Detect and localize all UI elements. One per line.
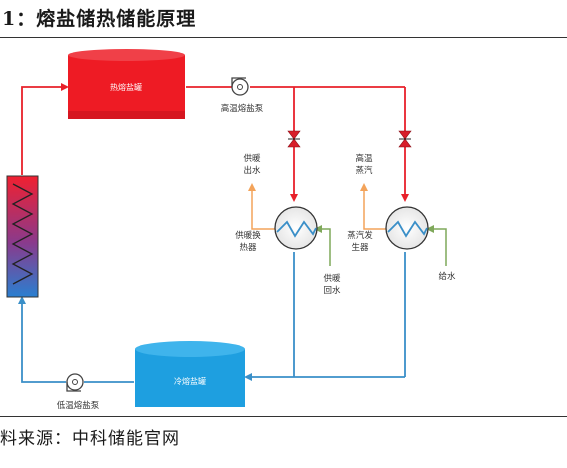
steam-generator-icon [385, 206, 429, 250]
heating-return-label-1: 供暖 [323, 273, 341, 284]
steam-generator-label-1: 蒸汽发 [347, 230, 373, 241]
heating-return-label-2: 回水 [323, 285, 341, 296]
electric-heater-icon [6, 175, 39, 298]
valve-steam-icon [398, 130, 412, 148]
source-note: 料来源：中科储能官网 [0, 429, 180, 449]
heating-exchanger-label-1: 供暖换 [235, 230, 261, 241]
bottom-divider [0, 416, 567, 417]
cold-tank-label: 冷熔盐罐 [174, 376, 206, 386]
top-divider [0, 37, 567, 38]
valve-heating-icon [287, 130, 301, 148]
steam-output-label-2: 蒸汽 [355, 165, 373, 176]
feed-water-label: 给水 [438, 271, 456, 282]
heating-water-pipes [248, 183, 388, 230]
heating-supply-label-1: 供暖 [243, 153, 261, 164]
cold-pump-label: 低温熔盐泵 [57, 400, 100, 411]
heating-exchanger-label-2: 热器 [239, 242, 257, 253]
page-title: 1：熔盐储热储能原理 [2, 8, 197, 30]
hot-salt-tank: 热熔盐罐 [68, 49, 185, 119]
steam-generator-label-2: 生器 [351, 242, 369, 253]
cold-salt-tank: 冷熔盐罐 [135, 341, 245, 407]
cold-salt-pipes [18, 252, 406, 383]
return-water-pipes [314, 225, 447, 266]
cold-pump-icon [66, 373, 84, 392]
hot-pump-label: 高温熔盐泵 [221, 103, 264, 114]
steam-output-label-1: 高温 [355, 153, 373, 164]
hot-tank-label: 热熔盐罐 [110, 82, 142, 92]
heating-exchanger-icon [274, 206, 318, 250]
heating-supply-label-2: 出水 [243, 165, 261, 176]
hot-pump-icon [231, 77, 249, 96]
